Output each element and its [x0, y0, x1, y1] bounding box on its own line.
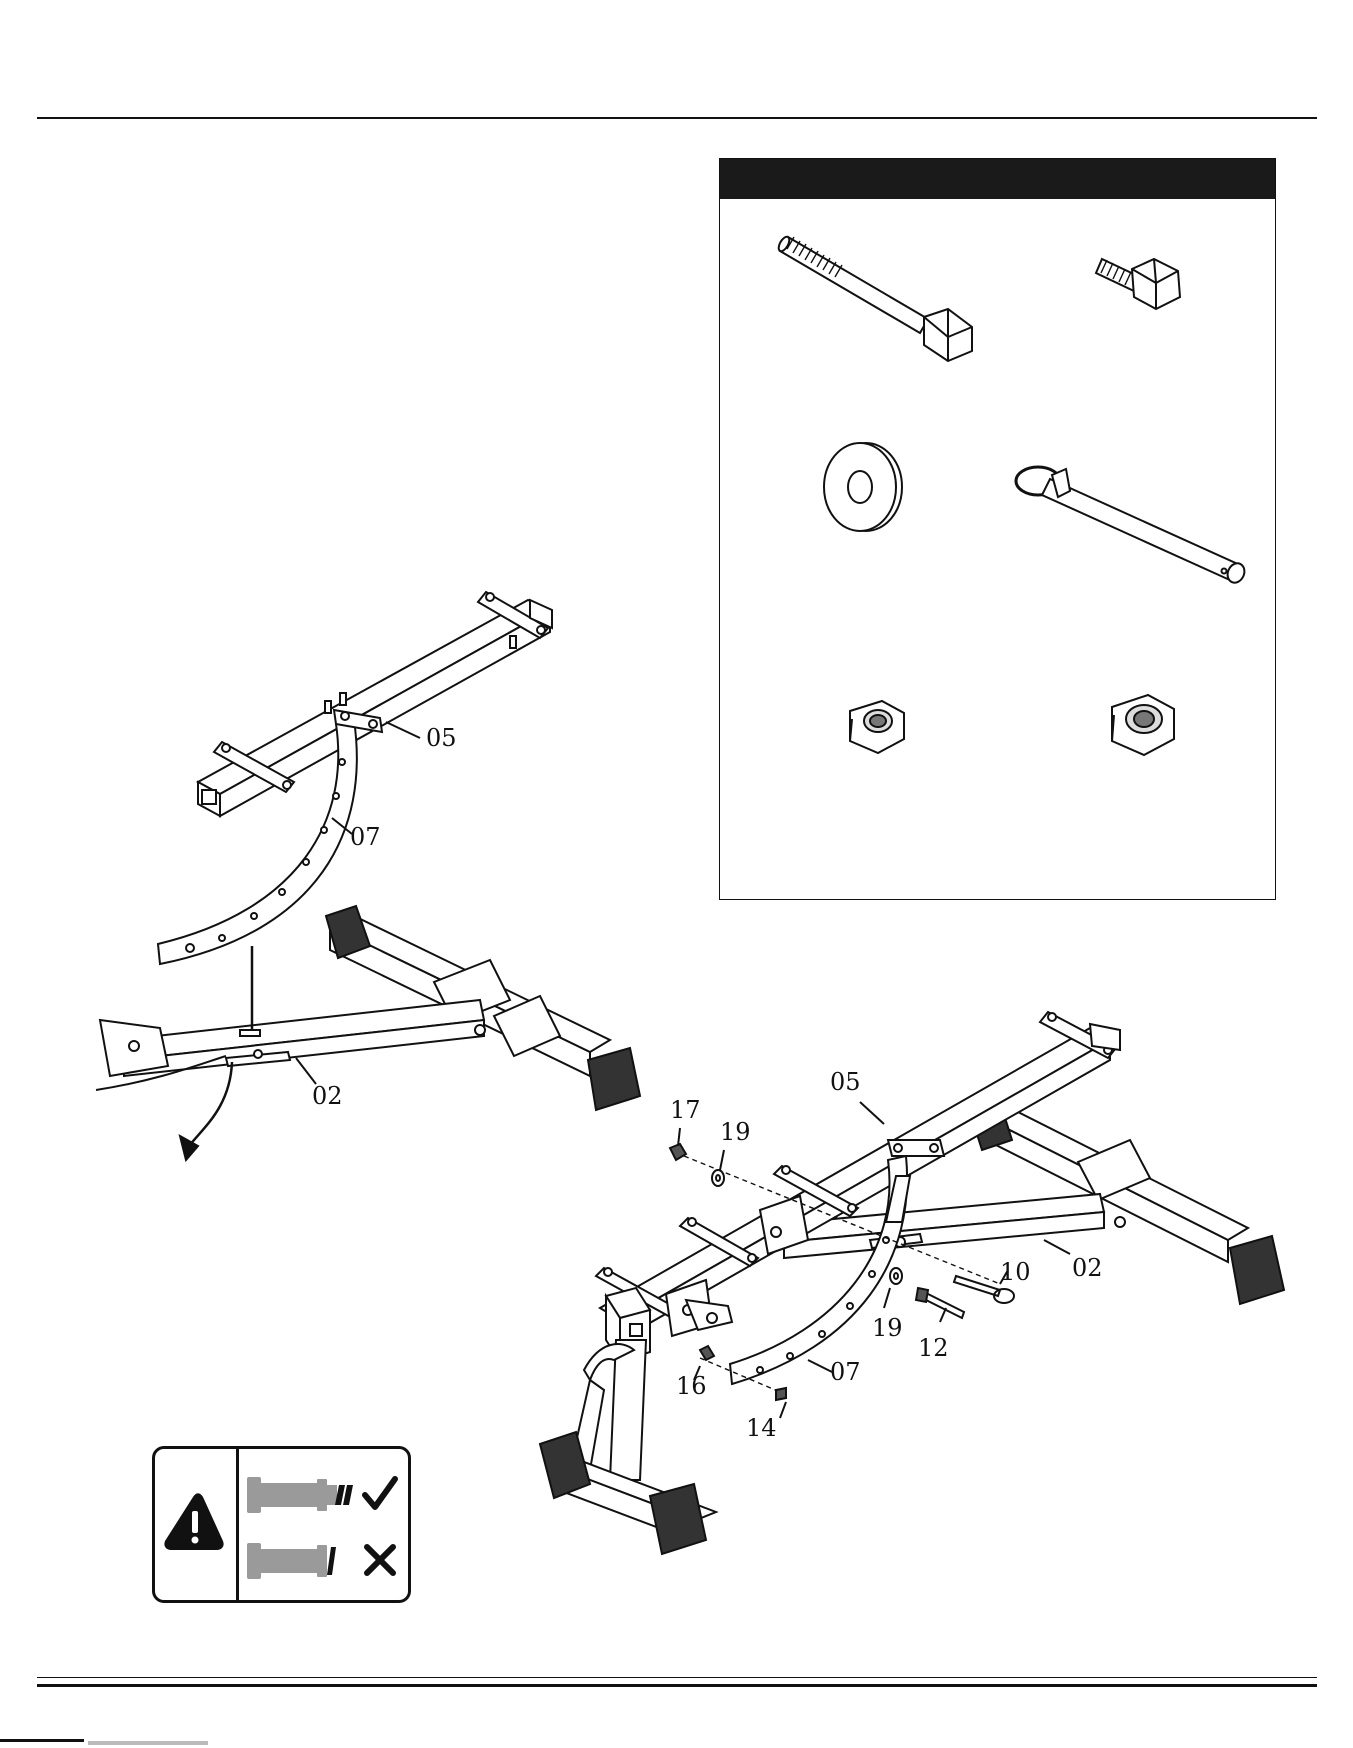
check-icon — [365, 1479, 395, 1507]
callout-19-upper: 19 — [720, 1118, 751, 1146]
warning-triangle-icon — [155, 1449, 236, 1600]
correct-bolt-icon — [247, 1477, 353, 1513]
footer-print-marks — [0, 1738, 210, 1748]
incorrect-bolt-icon — [247, 1543, 336, 1579]
callout-10: 10 — [1000, 1258, 1031, 1286]
callout-16: 16 — [676, 1372, 707, 1400]
bolt-length-comparison — [239, 1449, 409, 1600]
bolt-warning-box — [152, 1446, 411, 1603]
callout-17: 17 — [670, 1096, 701, 1124]
cross-icon — [367, 1547, 393, 1573]
callout-07-right: 07 — [830, 1358, 861, 1386]
callout-12: 12 — [918, 1334, 949, 1362]
callout-05-top: 05 — [426, 724, 457, 752]
callout-05-right: 05 — [830, 1068, 861, 1096]
callout-14: 14 — [746, 1414, 777, 1442]
callout-02-left: 02 — [312, 1082, 343, 1110]
callout-07-top: 07 — [350, 823, 381, 851]
bench-assembly-right — [540, 1012, 1284, 1554]
callout-19-lower: 19 — [872, 1314, 903, 1342]
callout-02-right: 02 — [1072, 1254, 1103, 1282]
